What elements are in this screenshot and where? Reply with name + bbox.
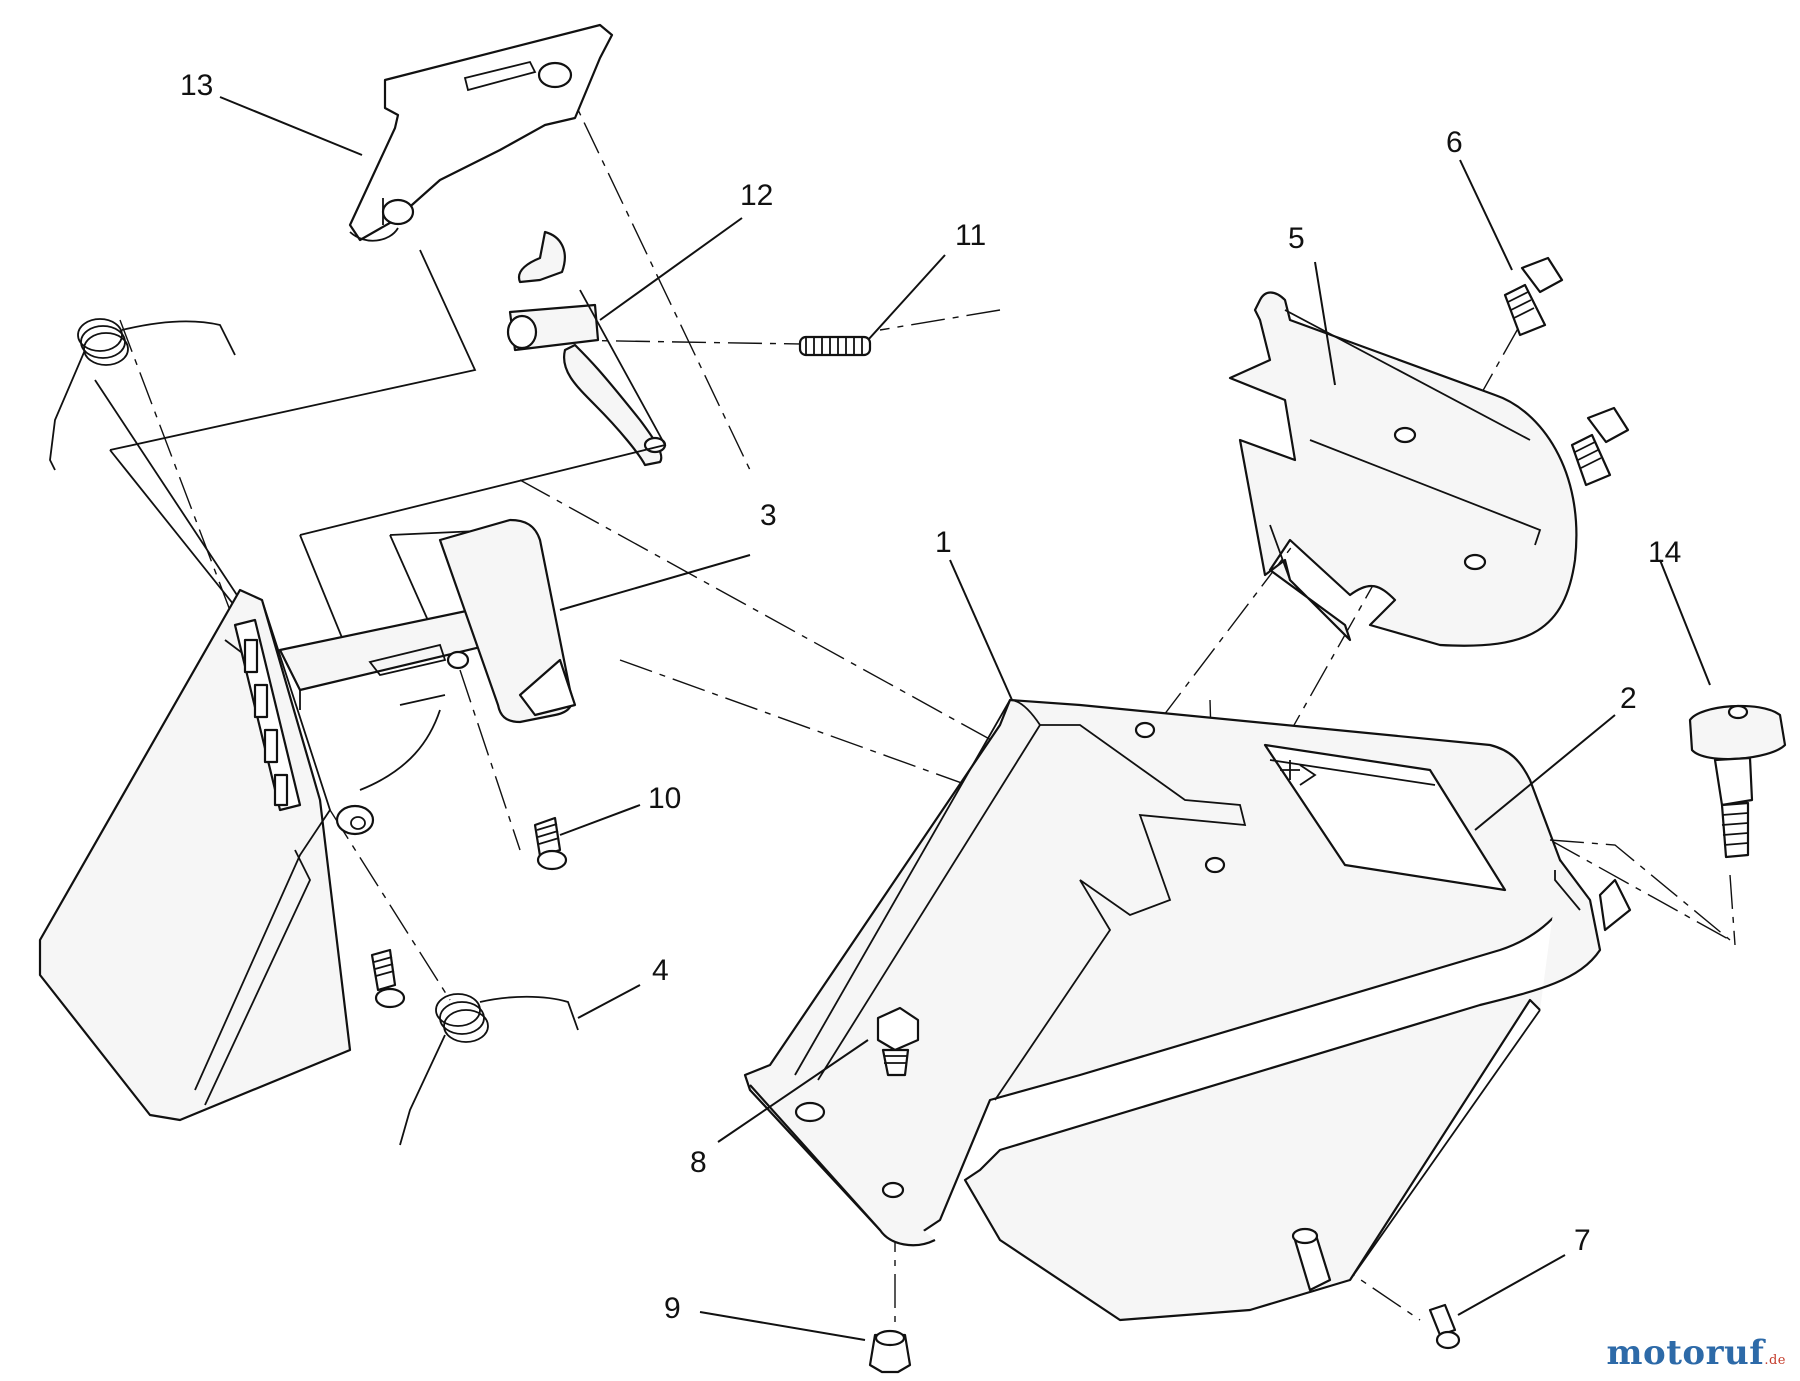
part-screw-lower-left (370, 948, 406, 1009)
part-14-mount-outline (1549, 839, 1731, 941)
part-8-bolt (876, 1006, 920, 1077)
callout-7: 7 (1574, 1224, 1591, 1257)
part-1-deflector-body (743, 698, 1632, 1322)
watermark-suffix: .de (1764, 1353, 1786, 1368)
part-7-screw-spacer (1291, 1227, 1461, 1350)
callout-3: 3 (760, 499, 777, 532)
part-11-compression-spring (798, 335, 872, 357)
frame-lines (109, 249, 667, 646)
site-watermark-logo: motoruf.de (1607, 1333, 1786, 1373)
part-3-square-bracket (278, 518, 577, 791)
part-5-cover-plate (1228, 291, 1578, 647)
part-12-latch-rod (506, 230, 667, 467)
callout-4: 4 (652, 954, 669, 987)
callout-11: 11 (955, 219, 986, 252)
callout-8: 8 (690, 1146, 707, 1179)
callout-14: 14 (1648, 536, 1681, 569)
callout-10: 10 (648, 782, 681, 815)
part-9-nut (868, 1329, 912, 1374)
part-housing-plate (38, 588, 375, 1122)
callout-1: 1 (935, 526, 952, 559)
part-4-torsion-spring-lower (399, 993, 579, 1146)
leader-lines (219, 96, 1711, 1341)
watermark-brand: motoruf (1606, 1333, 1765, 1373)
callout-numbers: 1 2 3 4 5 6 7 8 9 10 11 12 13 14 (180, 69, 1681, 1325)
part-4-torsion-spring-upper (49, 318, 261, 631)
part-2-warning-label (1263, 743, 1507, 892)
part-14-knob-pin (1688, 704, 1787, 859)
part-6-bolts (1503, 256, 1630, 487)
callout-2: 2 (1620, 682, 1637, 715)
callout-5: 5 (1288, 222, 1305, 255)
part-13-bracket-plate (348, 23, 614, 242)
callout-6: 6 (1446, 126, 1463, 159)
callout-13: 13 (180, 69, 213, 102)
part-10-screw (533, 816, 568, 871)
callout-9: 9 (664, 1292, 681, 1325)
callout-12: 12 (740, 179, 773, 212)
